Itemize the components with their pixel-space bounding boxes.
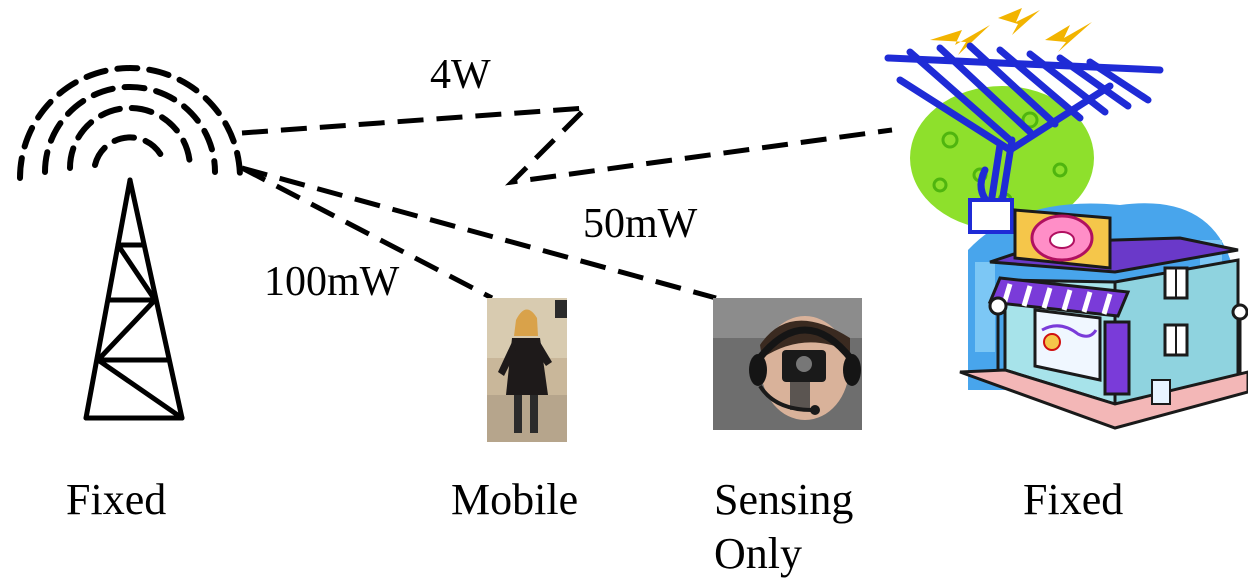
headset-camera-user-photo: [713, 298, 862, 430]
power-label-4w: 4W: [430, 52, 491, 98]
awning: [987, 276, 1131, 318]
power-label-100mw: 100mW: [264, 259, 400, 305]
sidewalk: [959, 368, 1248, 430]
link-50mw: [241, 165, 717, 301]
signal-waves-icon: [17, 65, 243, 181]
tv-antenna-storefront-icon: [884, 8, 1248, 430]
link-4w: [241, 105, 893, 186]
caption-mobile: Mobile: [451, 475, 579, 524]
caption-sensing-line1: Sensing: [714, 475, 854, 524]
link-100mw: [240, 165, 494, 301]
caption-tower: Fixed: [66, 475, 167, 524]
radio-tower-icon: [17, 65, 243, 421]
caption-station: Fixed: [1023, 475, 1124, 524]
lightning-icon: [930, 8, 1092, 55]
mobile-user-photo: [487, 298, 567, 442]
caption-sensing-line2: Only: [714, 529, 802, 578]
power-label-50mw: 50mW: [583, 201, 698, 247]
link-lines: [240, 105, 893, 301]
